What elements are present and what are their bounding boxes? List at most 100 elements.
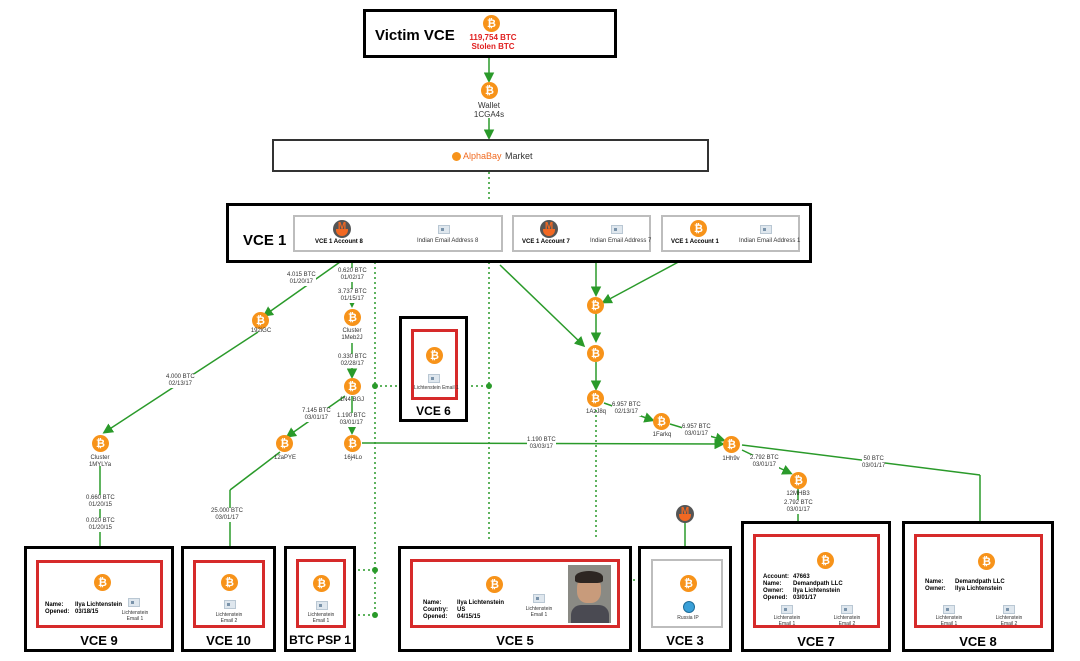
- bitcoin-icon: ₿: [978, 553, 995, 570]
- vce6-box: ₿ Lichtenstein Email 1 VCE 6: [399, 316, 468, 422]
- address-card-icon: [316, 601, 328, 610]
- stolen-amount: 119,754 BTC: [469, 33, 517, 42]
- node-1farkq-icon: ₿: [653, 413, 670, 430]
- account-8-label: VCE 1 Account 8: [315, 239, 363, 245]
- account-8-email: Indian Email Address 8: [417, 238, 479, 244]
- address-card-icon: [781, 605, 793, 614]
- vce7-email-1: Lichtenstein Email 1: [773, 615, 801, 627]
- bitcoin-icon: ₿: [426, 347, 443, 364]
- node-192igc-label: 192iGC: [250, 328, 272, 334]
- vce8-title: VCE 8: [959, 634, 997, 649]
- address-card-icon: [533, 594, 545, 603]
- address-card-icon: [438, 225, 450, 234]
- bitcoin-icon: ₿: [221, 574, 238, 591]
- alphabay-brand: AlphaBay: [463, 151, 502, 161]
- vce7-box: ₿ Account:47663 Name:Demandpath LLC Owne…: [741, 521, 891, 652]
- globe-icon: [683, 601, 695, 613]
- vce10-email: Lichtenstein Email 2: [215, 612, 243, 624]
- node-12mhb3-icon: ₿: [790, 472, 807, 489]
- btc-psp1-title: BTC PSP 1: [289, 633, 351, 647]
- node-12apye-icon: ₿: [276, 435, 293, 452]
- address-card-icon: [760, 225, 772, 234]
- wallet-bitcoin-icon: ₿: [481, 82, 498, 99]
- alphabay-market-box: AlphaBay Market: [272, 139, 709, 172]
- vce7-title: VCE 7: [797, 634, 835, 649]
- vce9-email: Lichtenstein Email 1: [121, 610, 149, 622]
- stolen-note: Stolen BTC: [471, 42, 515, 51]
- vce9-inner: ₿ Name: Ilya Lichtenstein Opened: 03/18/…: [36, 560, 163, 628]
- account-1-email: Indian Email Address 1: [739, 238, 801, 244]
- account-7-email: Indian Email Address 7: [590, 238, 652, 244]
- vce5-name-row: Name:Ilya Lichtenstein: [423, 600, 505, 606]
- address-card-icon: [428, 374, 440, 383]
- address-card-icon: [1003, 605, 1015, 614]
- vce6-email: Lichtenstein Email 1: [414, 385, 459, 391]
- vce8-email-2: Lichtenstein Email 2: [995, 615, 1023, 627]
- monero-icon: M: [540, 220, 558, 238]
- wallet-label: Wallet: [478, 101, 500, 110]
- address-card-icon: [611, 225, 623, 234]
- bitcoin-icon: ₿: [690, 220, 707, 237]
- address-card-icon: [128, 598, 140, 607]
- vce10-title: VCE 10: [206, 633, 251, 648]
- vce5-inner: ₿ Name:Ilya Lichtenstein Country:US Open…: [410, 559, 620, 628]
- vce7-email-2: Lichtenstein Email 2: [833, 615, 861, 627]
- vce3-monero-icon: M: [676, 505, 694, 523]
- node-right-a-icon: ₿: [587, 297, 604, 314]
- cluster-1-id: 1Meb2J: [341, 335, 363, 341]
- node-16j4lo-icon: ₿: [344, 435, 361, 452]
- victim-vce-box: Victim VCE ₿ 119,754 BTC Stolen BTC: [363, 9, 617, 58]
- vce5-title: VCE 5: [496, 633, 534, 648]
- wallet-id: 1CGA4s: [473, 110, 505, 119]
- node-1n4bgj-label: 1N4 BGJ: [339, 397, 365, 403]
- node-12apye-label: 12aPYE: [273, 455, 297, 461]
- vce3-ip: Russia IP: [677, 615, 699, 621]
- vce1-title: VCE 1: [243, 232, 287, 249]
- btc-psp1-box: ₿ Lichtenstein Email 1 BTC PSP 1: [284, 546, 356, 652]
- btc-psp1-inner: ₿ Lichtenstein Email 1: [296, 559, 346, 628]
- node-1azj8q-label: 1AzJ8q: [585, 409, 606, 415]
- vce3-box: ₿ Russia IP VCE 3: [638, 546, 732, 652]
- vce7-owner-row: Owner:Ilya Lichtenstein: [763, 588, 841, 594]
- vce8-box: ₿ Name:Demandpath LLC Owner:Ilya Lichten…: [902, 521, 1054, 652]
- node-1azj8q-icon: ₿: [587, 390, 604, 407]
- address-card-icon: [224, 600, 236, 609]
- vce7-inner: ₿ Account:47663 Name:Demandpath LLC Owne…: [753, 534, 880, 628]
- node-1hh9v-label: 1Hh9v: [722, 456, 740, 462]
- vce8-email-1: Lichtenstein Email 1: [935, 615, 963, 627]
- alphabay-logo-icon: [452, 152, 461, 161]
- suspect-photo: [568, 565, 611, 623]
- node-right-b-icon: ₿: [587, 345, 604, 362]
- cluster-2-label: Cluster: [90, 455, 110, 461]
- bitcoin-icon: ₿: [486, 576, 503, 593]
- vce9-title: VCE 9: [80, 633, 118, 648]
- node-192igc-icon: ₿: [252, 312, 269, 329]
- cluster-1-label: Cluster: [342, 328, 362, 334]
- vce9-opened-row: Opened: 03/18/15: [45, 609, 99, 615]
- cluster-1-icon: ₿: [344, 309, 361, 326]
- vce8-owner-row: Owner:Ilya Lichtenstein: [925, 586, 1003, 592]
- btc-psp1-email: Lichtenstein Email 1: [307, 612, 335, 624]
- vce6-inner: ₿ Lichtenstein Email 1: [411, 329, 459, 400]
- victim-vce-title: Victim VCE: [375, 27, 455, 44]
- vce7-account-row: Account:47663: [763, 574, 810, 580]
- bitcoin-icon: ₿: [817, 552, 834, 569]
- node-1hh9v-icon: ₿: [723, 436, 740, 453]
- vce1-account-7-panel: M VCE 1 Account 7 Indian Email Address 7: [512, 215, 651, 252]
- vce1-account-1-panel: ₿ VCE 1 Account 1 Indian Email Address 1: [661, 215, 800, 252]
- monero-icon: M: [333, 220, 351, 238]
- vce7-opened-row: Opened:03/01/17: [763, 595, 817, 601]
- vce5-country-row: Country:US: [423, 607, 466, 613]
